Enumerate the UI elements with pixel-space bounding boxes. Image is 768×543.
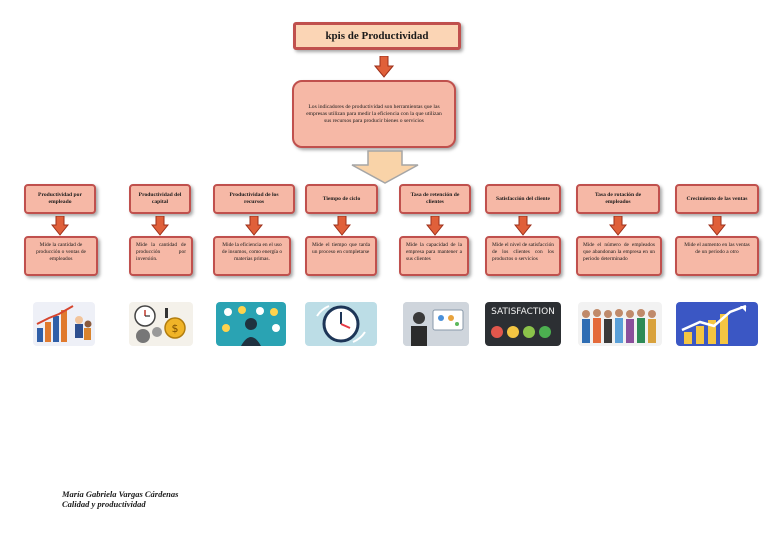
kpi-description: Mide el nivel de satisfacción de los cli… [492,242,554,262]
kpi-title: Tasa de retención de clientes [410,192,460,205]
image-customer-retention [403,302,469,346]
kpi-title: Tiempo de ciclo [322,195,361,202]
kpi-description: Mide el aumento en las ventas de un peri… [684,242,750,255]
kpi-title: Productividad por empleado [38,192,82,205]
kpi-title: Productividad de los recursos [229,192,279,205]
course-name: Calidad y productividad [62,499,146,509]
kpi-title: Crecimiento de las ventas [686,195,748,202]
down-arrow-icon [514,216,532,236]
image-employees-group [578,302,662,346]
kpi-title-box: Crecimiento de las ventas [675,184,759,214]
kpi-description-box: Mide la eficiencia en el uso de insumos,… [213,236,291,276]
image-resources-icons [216,302,286,346]
kpi-description-box: Mide el nivel de satisfacción de los cli… [485,236,561,276]
image-team-growth [33,302,95,346]
intro-box: Los indicadores de productividad son her… [292,80,456,148]
down-arrow-icon [245,216,263,236]
author-name: María Gabriela Vargas Cárdenas [62,489,179,499]
down-arrow-icon [374,56,394,78]
image-cycle-clock [305,302,377,346]
down-arrow-icon [609,216,627,236]
kpi-title-box: Productividad de los recursos [213,184,295,214]
kpi-description-box: Mide el número de empleados que abandona… [576,236,662,276]
image-capital-coins: $ [129,302,193,346]
down-arrow-icon [151,216,169,236]
kpi-description: Mide la cantidad de producción por inver… [136,242,186,262]
kpi-description: Mide la eficiencia en el uso de insumos,… [221,242,283,262]
kpi-title-box: Tiempo de ciclo [305,184,378,214]
kpi-title: Productividad del capital [138,192,182,205]
kpi-description-box: Mide el tiempo que tarda un proceso en c… [305,236,377,276]
kpi-title-box: Satisfacción del cliente [485,184,561,214]
kpi-description-box: Mide la capacidad de la empresa para man… [399,236,469,276]
large-down-arrow-icon [351,150,419,184]
satisfaction-sign-text: SATISFACTION [491,307,555,317]
kpi-description-box: Mide la cantidad de producción por inver… [129,236,193,276]
intro-text: Los indicadores de productividad son her… [306,103,442,124]
kpi-title-box: Productividad del capital [129,184,191,214]
author-block: María Gabriela Vargas Cárdenas Calidad y… [62,489,178,509]
kpi-title-box: Tasa de retención de clientes [399,184,471,214]
kpi-title: Tasa de rotación de empleados [594,192,642,205]
kpi-title: Satisfacción del cliente [495,195,551,202]
svg-text:$: $ [172,322,179,335]
kpi-title-box: Tasa de rotación de empleados [576,184,660,214]
kpi-description-box: Mide la cantidad de producción o ventas … [24,236,98,276]
kpi-description: Mide el tiempo que tarda un proceso en c… [312,242,370,255]
kpi-description: Mide la capacidad de la empresa para man… [406,242,462,262]
image-sales-growth [676,302,758,346]
image-satisfaction: SATISFACTION [485,302,561,346]
down-arrow-icon [51,216,69,236]
down-arrow-icon [332,216,351,236]
kpi-description: Mide la cantidad de producción o ventas … [36,242,86,262]
down-arrow-icon [708,216,726,236]
kpi-title-box: Productividad por empleado [24,184,96,214]
diagram-title: kpis de Productividad [325,30,429,42]
kpi-description: Mide el número de empleados que abandona… [583,242,655,262]
kpi-description-box: Mide el aumento en las ventas de un peri… [675,236,759,276]
diagram-title-box: kpis de Productividad [293,22,461,50]
down-arrow-icon [426,216,444,236]
